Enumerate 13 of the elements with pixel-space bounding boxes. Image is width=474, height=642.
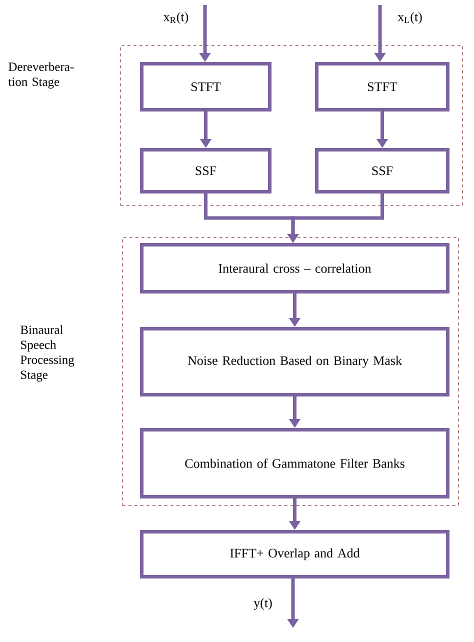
process-box: Noise Reduction Based on Binary Mask [140, 327, 450, 396]
process-box: STFT [315, 62, 450, 112]
process-box: IFFT+ Overlap and Add [140, 530, 450, 578]
process-box: Combination of Gammatone Filter Banks [140, 428, 450, 498]
process-box: SSF [315, 148, 450, 194]
edge-label: y(t) [254, 598, 272, 610]
process-box: SSF [140, 148, 272, 194]
process-box: STFT [140, 62, 272, 112]
edge-label: x$_{L}$(t) [398, 12, 422, 24]
stage-label: Dereverbera- tion Stage [8, 62, 74, 89]
edge-label: x$_{R}$(t) [163, 12, 188, 24]
process-box: Interaural cross – correlation [140, 243, 450, 294]
stage-label: Binaural Speech Processing Stage [20, 325, 74, 382]
